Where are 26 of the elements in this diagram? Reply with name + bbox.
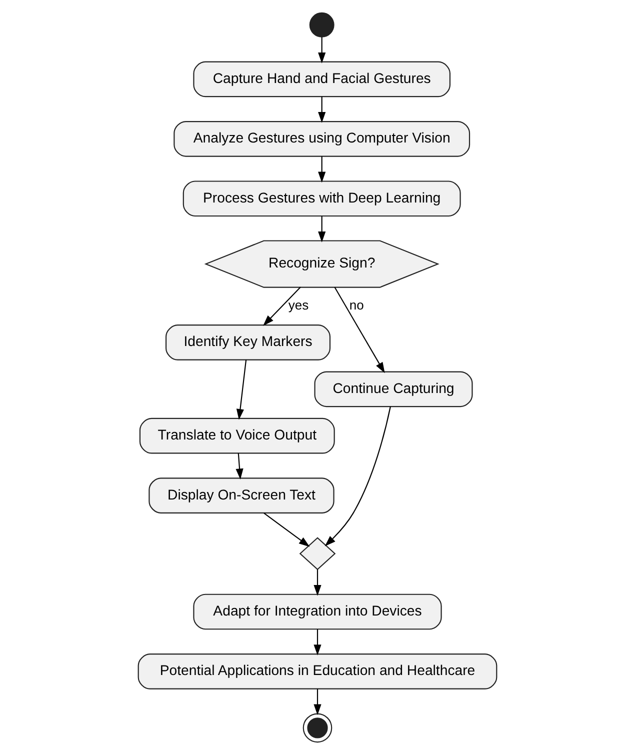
arrow xyxy=(235,453,243,480)
arrow xyxy=(318,96,326,123)
arrow xyxy=(324,406,390,546)
node-circle xyxy=(308,12,334,38)
arrow xyxy=(262,286,300,326)
arrow xyxy=(313,569,321,596)
node-circle xyxy=(302,713,332,743)
node-box: Translate to Voice Output xyxy=(138,418,334,454)
arrow xyxy=(318,37,326,64)
edge-label: yes xyxy=(288,297,308,312)
arrow xyxy=(334,286,384,374)
node-box: Display On-Screen Text xyxy=(148,478,334,514)
node-box: Analyze Gestures using Computer Vision xyxy=(173,121,470,157)
arrow xyxy=(313,688,321,716)
node-box: Adapt for Integration into Devices xyxy=(192,594,442,630)
arrow xyxy=(313,629,321,656)
node-box: Potential Applications in Education and Healthcare xyxy=(137,654,497,690)
node-box: Continue Capturing xyxy=(314,371,472,408)
arrow xyxy=(236,360,246,420)
arrow xyxy=(263,512,310,547)
node-box: Process Gestures with Deep Learning xyxy=(182,180,460,217)
arrow xyxy=(318,156,326,183)
arrow xyxy=(318,216,326,242)
edge-label: no xyxy=(348,297,364,312)
node-box: Capture Hand and Facial Gestures xyxy=(192,61,450,98)
node-box: Identify Key Markers xyxy=(164,324,330,360)
